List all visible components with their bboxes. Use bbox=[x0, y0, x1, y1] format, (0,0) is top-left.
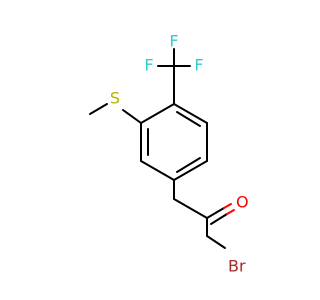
molecule-structure: F F F S O Br bbox=[89, 32, 249, 276]
fluorine-right-label: F bbox=[194, 56, 203, 75]
bond-ch2-br bbox=[206, 235, 226, 249]
ring-double-bond-2 bbox=[176, 157, 201, 173]
carbonyl-double-bond-a-o bbox=[223, 203, 232, 209]
carbonyl-double-bond-a bbox=[206, 207, 225, 219]
sulfur-label: S bbox=[110, 89, 120, 108]
ring-bond-1 bbox=[173, 103, 208, 124]
ring-double-bond-1 bbox=[176, 111, 201, 127]
bond-ch2-carbonyl bbox=[173, 198, 208, 219]
bond-s-methyl bbox=[89, 103, 108, 115]
ring-bond-6 bbox=[140, 103, 175, 124]
carbonyl-double-bond-b-o bbox=[226, 209, 235, 215]
oxygen-label: O bbox=[236, 193, 249, 212]
molecule-canvas: F F F S O Br bbox=[89, 31, 249, 276]
ring-bond-3 bbox=[173, 160, 208, 181]
ring-bond-4 bbox=[140, 160, 175, 181]
fluorine-left-label: F bbox=[144, 56, 153, 75]
fluorine-top-label: F bbox=[169, 32, 178, 51]
bromine-label: Br bbox=[228, 257, 246, 276]
carbonyl-double-bond-b bbox=[210, 213, 228, 225]
bond-ring-s bbox=[122, 109, 142, 124]
